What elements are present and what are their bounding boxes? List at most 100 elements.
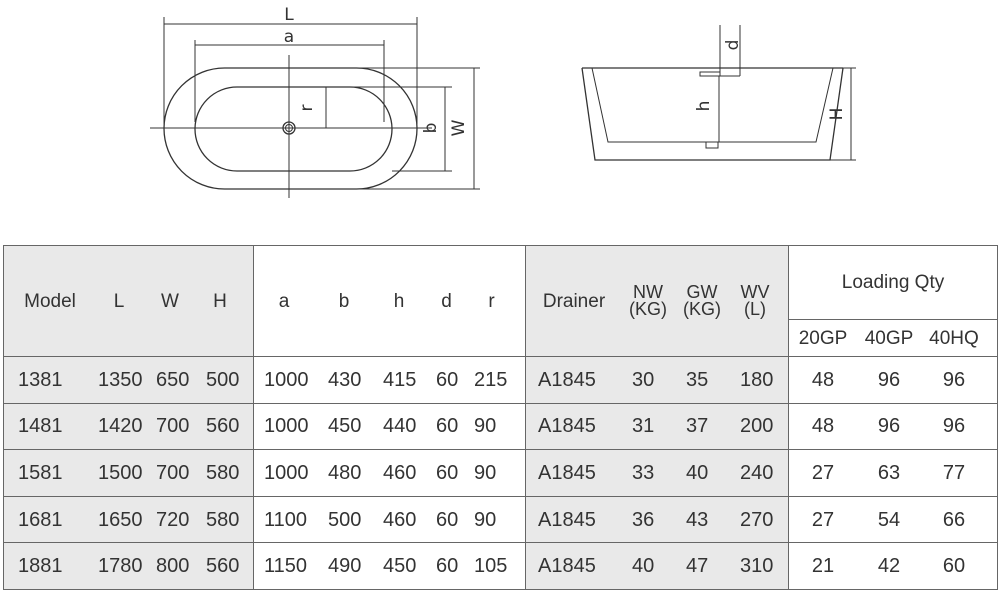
cell-b: 430 <box>328 368 362 391</box>
overflow-icon <box>699 71 721 77</box>
cell-r: 90 <box>474 461 497 484</box>
cell-h: 450 <box>383 555 417 578</box>
dimension-label-a: a <box>284 27 294 47</box>
header-L: L <box>113 290 125 312</box>
side-view <box>581 25 856 161</box>
cell-a: 1150 <box>264 555 308 578</box>
cell-r: 105 <box>474 555 508 578</box>
header-r: r <box>488 290 495 312</box>
cell-W: 800 <box>156 555 190 578</box>
cell-H: 500 <box>206 368 240 391</box>
top-view <box>150 17 480 198</box>
table-row: 1681 1650 720 580 1100 500 460 60 90 A18… <box>3 495 998 544</box>
header-W: W <box>161 290 179 312</box>
table-subheader-row: 20GP 40GP 40HQ <box>4 319 998 357</box>
cell-L: 1780 <box>98 555 143 578</box>
dimension-label-d: d <box>723 40 743 51</box>
cell-nw: 36 <box>632 508 655 531</box>
specification-table: Model L W H a b h d r Drainer <box>3 245 998 590</box>
header-20gp: 20GP <box>798 327 848 349</box>
cell-nw: 40 <box>632 555 655 578</box>
cell-d: 60 <box>436 415 459 438</box>
cell-W: 650 <box>156 368 190 391</box>
header-d: d <box>441 290 452 312</box>
cell-20gp: 21 <box>811 555 835 578</box>
header-40hq: 40HQ <box>929 327 979 349</box>
table-row: 1481 1420 700 560 1000 450 440 60 90 A18… <box>3 402 998 451</box>
cell-gw: 40 <box>686 461 709 484</box>
header-b: b <box>338 290 350 312</box>
cell-H: 580 <box>206 461 240 484</box>
header-h: h <box>393 290 405 312</box>
cell-L: 1350 <box>98 368 143 391</box>
cell-gw: 43 <box>686 508 709 531</box>
cell-nw: 33 <box>632 461 655 484</box>
dimension-label-L: L <box>284 5 294 25</box>
table-row: 1581 1500 700 580 1000 480 460 60 90 A18… <box>3 449 998 497</box>
cell-d: 60 <box>436 508 459 531</box>
cell-wv: 270 <box>740 508 774 531</box>
cell-40hq: 96 <box>942 368 966 391</box>
cell-model: 1381 <box>18 368 63 391</box>
cell-40gp: 96 <box>877 415 901 438</box>
table-row: 1381 1350 650 500 1000 430 415 60 215 A1… <box>3 356 998 404</box>
cell-b: 480 <box>328 461 362 484</box>
cell-L: 1420 <box>98 415 143 438</box>
cell-H: 580 <box>206 508 240 531</box>
cell-h: 460 <box>383 461 417 484</box>
cell-wv: 180 <box>740 368 774 391</box>
cell-r: 90 <box>474 415 497 438</box>
cell-b: 450 <box>328 415 362 438</box>
cell-b: 500 <box>328 508 362 531</box>
header-wv: WV <box>740 282 770 302</box>
cell-drainer: A1845 <box>538 508 596 531</box>
header-a: a <box>278 290 290 312</box>
cell-drainer: A1845 <box>538 555 596 578</box>
header-drainer: Drainer <box>542 290 606 312</box>
dimension-label-b: b <box>421 123 441 134</box>
cell-model: 1481 <box>18 415 63 438</box>
cell-d: 60 <box>436 555 459 578</box>
cell-W: 720 <box>156 508 190 531</box>
cell-40gp: 96 <box>877 368 901 391</box>
cell-wv: 310 <box>740 555 774 578</box>
cell-wv: 240 <box>740 461 774 484</box>
cell-model: 1581 <box>18 461 63 484</box>
table-header-row: Model L W H a b h d r Drainer <box>3 245 998 357</box>
cell-40gp: 63 <box>877 461 901 484</box>
header-model: Model <box>24 290 76 312</box>
dimension-label-r: r <box>297 105 317 112</box>
cell-40hq: 96 <box>942 415 966 438</box>
cell-a: 1100 <box>264 508 308 531</box>
cell-20gp: 48 <box>811 368 835 391</box>
bathtub-technical-drawing: L a r b W d h H <box>150 5 856 198</box>
side-drain-icon <box>705 141 719 149</box>
cell-h: 440 <box>383 415 417 438</box>
cell-wv: 200 <box>740 415 774 438</box>
cell-20gp: 27 <box>811 508 835 531</box>
cell-H: 560 <box>206 555 240 578</box>
cell-a: 1000 <box>264 415 309 438</box>
cell-model: 1681 <box>18 508 63 531</box>
cell-h: 415 <box>383 368 417 391</box>
cell-drainer: A1845 <box>538 461 596 484</box>
header-gw: GW <box>686 282 718 302</box>
header-40gp: 40GP <box>864 327 914 349</box>
cell-b: 490 <box>328 555 362 578</box>
cell-H: 560 <box>206 415 240 438</box>
drain-icon <box>282 121 296 135</box>
cell-d: 60 <box>436 461 459 484</box>
cell-gw: 47 <box>686 555 709 578</box>
cell-40hq: 60 <box>942 555 966 578</box>
header-wv-unit: (L) <box>744 299 766 319</box>
cell-a: 1000 <box>264 461 309 484</box>
cell-W: 700 <box>156 461 190 484</box>
cell-L: 1500 <box>98 461 143 484</box>
cell-20gp: 27 <box>811 461 835 484</box>
cell-a: 1000 <box>264 368 309 391</box>
dimension-label-h: h <box>694 101 714 112</box>
cell-nw: 31 <box>632 415 655 438</box>
cell-drainer: A1845 <box>538 415 596 438</box>
cell-40gp: 54 <box>877 508 901 531</box>
tub-side-profile <box>581 67 844 161</box>
